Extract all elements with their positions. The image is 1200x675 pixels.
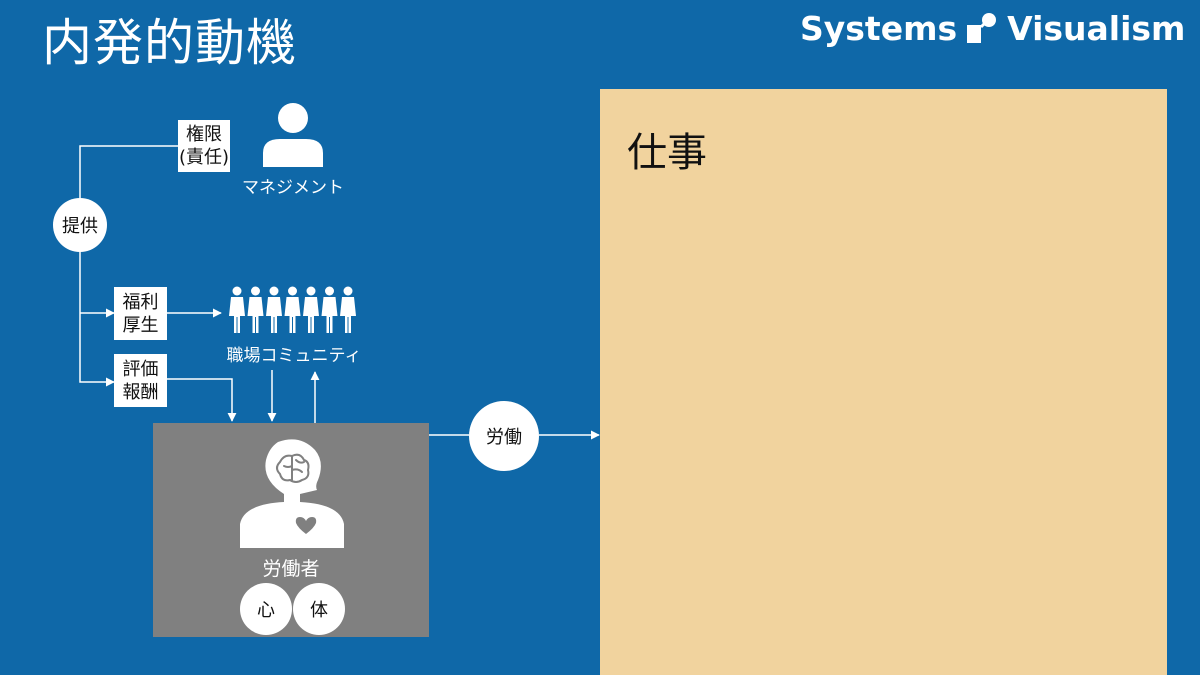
person-figure-icon xyxy=(340,286,356,333)
worker-brain-heart-icon xyxy=(240,439,344,548)
body-label: 体 xyxy=(310,600,328,621)
provide-label: 提供 xyxy=(62,216,98,237)
community-label: 職場コミュニティ xyxy=(226,346,362,366)
work-label: 仕事 xyxy=(627,130,707,176)
welfare-line2: 厚生 xyxy=(122,314,159,336)
person-figure-icon xyxy=(229,286,245,333)
management-label: マネジメント xyxy=(242,178,344,198)
authority-line1: 権限 xyxy=(186,124,222,145)
authority-line2: (責任) xyxy=(178,147,230,168)
worker-label: 労働者 xyxy=(262,558,320,580)
connector-authority-provide xyxy=(79,145,178,198)
connector-evaluation-worker xyxy=(167,378,237,422)
worker-box: 労働者 心 体 xyxy=(153,423,429,637)
people-group-icon xyxy=(229,286,356,333)
labor-circle: 労働 xyxy=(469,401,539,471)
labor-label: 労働 xyxy=(486,427,522,448)
brand-text-right: Visualism xyxy=(1007,8,1186,48)
welfare-line1: 福利 xyxy=(122,291,159,313)
authority-box: 権限 (責任) xyxy=(178,120,230,172)
person-figure-icon xyxy=(247,286,264,333)
brand-text-left: Systems xyxy=(800,8,958,48)
person-figure-icon xyxy=(266,286,282,333)
person-figure-icon xyxy=(303,286,319,333)
connector-provide-evaluation xyxy=(79,250,115,387)
mind-label: 心 xyxy=(257,600,275,621)
evaluation-line1: 評価 xyxy=(122,358,159,380)
brand-logo: Systems Visualism xyxy=(800,8,1192,48)
evaluation-line2: 報酬 xyxy=(122,381,159,403)
person-figure-icon xyxy=(284,286,301,333)
provide-circle: 提供 xyxy=(53,198,107,252)
person-icon xyxy=(263,103,323,167)
work-panel: 仕事 xyxy=(600,89,1167,675)
page-title: 内発的動機 xyxy=(42,14,297,72)
evaluation-box: 評価 報酬 xyxy=(114,354,167,407)
welfare-box: 福利 厚生 xyxy=(114,287,167,340)
mind-circle: 心 xyxy=(240,583,292,635)
body-circle: 体 xyxy=(293,583,345,635)
systems-visualism-logo-icon xyxy=(967,13,997,43)
person-figure-icon xyxy=(321,286,338,333)
